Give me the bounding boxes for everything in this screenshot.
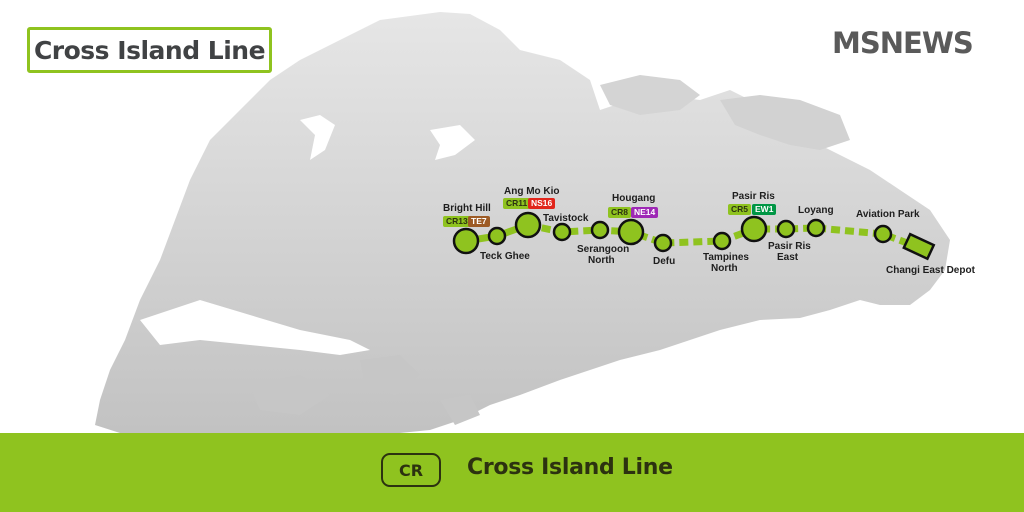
station-serangoon-north[interactable] bbox=[590, 220, 610, 240]
label-serangoon-north-1: Serangoon bbox=[577, 244, 630, 255]
reservoir-shape bbox=[430, 125, 475, 160]
label-hougang: Hougang bbox=[612, 193, 656, 204]
title-box: Cross Island Line bbox=[27, 27, 272, 73]
tag-ew1: EW1 bbox=[752, 204, 777, 215]
tag-cr13: CR13 bbox=[443, 216, 471, 227]
southern-island-shape bbox=[250, 375, 330, 415]
label-bright-hill: Bright Hill bbox=[443, 203, 491, 214]
tag-ne14: NE14 bbox=[631, 207, 659, 218]
msnews-logo: MSNEWS bbox=[832, 26, 974, 60]
southern-island-shape bbox=[440, 395, 480, 425]
page-title: Cross Island Line bbox=[33, 35, 266, 65]
station-defu[interactable] bbox=[653, 233, 673, 253]
label-tampines-north-1: Tampines bbox=[703, 252, 749, 263]
station-ang-mo-kio[interactable] bbox=[514, 211, 542, 239]
station-tampines-north[interactable] bbox=[712, 231, 732, 251]
station-tavistock[interactable] bbox=[552, 222, 572, 242]
changi-east-depot-icon[interactable] bbox=[902, 232, 936, 261]
southern-island-shape bbox=[360, 355, 420, 395]
cr-line-badge: CR bbox=[381, 453, 441, 487]
label-changi-east-depot: Changi East Depot bbox=[886, 265, 975, 276]
reservoir-shape bbox=[300, 115, 335, 160]
label-serangoon-north-2: North bbox=[588, 255, 615, 266]
label-pasir-ris-east-2: East bbox=[777, 252, 799, 263]
pulau-tekong-shape bbox=[600, 75, 700, 115]
tag-cr8: CR8 bbox=[608, 207, 632, 218]
label-ang-mo-kio: Ang Mo Kio bbox=[504, 186, 560, 197]
station-hougang[interactable] bbox=[617, 218, 645, 246]
footer-title: Cross Island Line bbox=[467, 455, 673, 480]
label-defu: Defu bbox=[653, 256, 676, 267]
tag-ns16: NS16 bbox=[528, 198, 556, 209]
label-pasir-ris-east-1: Pasir Ris bbox=[768, 241, 811, 252]
label-teck-ghee: Teck Ghee bbox=[480, 251, 530, 262]
label-aviation-park: Aviation Park bbox=[856, 209, 920, 220]
footer-bar bbox=[0, 433, 1024, 512]
station-pasir-ris[interactable] bbox=[740, 215, 768, 243]
label-loyang: Loyang bbox=[798, 205, 834, 216]
station-aviation-park[interactable] bbox=[873, 224, 893, 244]
station-bright-hill[interactable] bbox=[452, 227, 480, 255]
cr-badge-text: CR bbox=[398, 460, 424, 480]
station-pasir-ris-east[interactable] bbox=[776, 219, 796, 239]
cross-island-line-route bbox=[452, 211, 936, 261]
tag-cr11: CR11 bbox=[503, 198, 531, 209]
label-pasir-ris: Pasir Ris bbox=[732, 191, 775, 202]
pulau-ubin-shape bbox=[720, 95, 850, 150]
label-tavistock: Tavistock bbox=[543, 213, 589, 224]
station-loyang[interactable] bbox=[806, 218, 826, 238]
tag-te7: TE7 bbox=[468, 216, 490, 227]
label-tampines-north-2: North bbox=[711, 263, 738, 274]
tag-cr5: CR5 bbox=[728, 204, 752, 215]
logo-text: MSNEWS bbox=[832, 26, 974, 60]
harbour-shape bbox=[140, 300, 370, 355]
station-teck-ghee[interactable] bbox=[487, 226, 507, 246]
